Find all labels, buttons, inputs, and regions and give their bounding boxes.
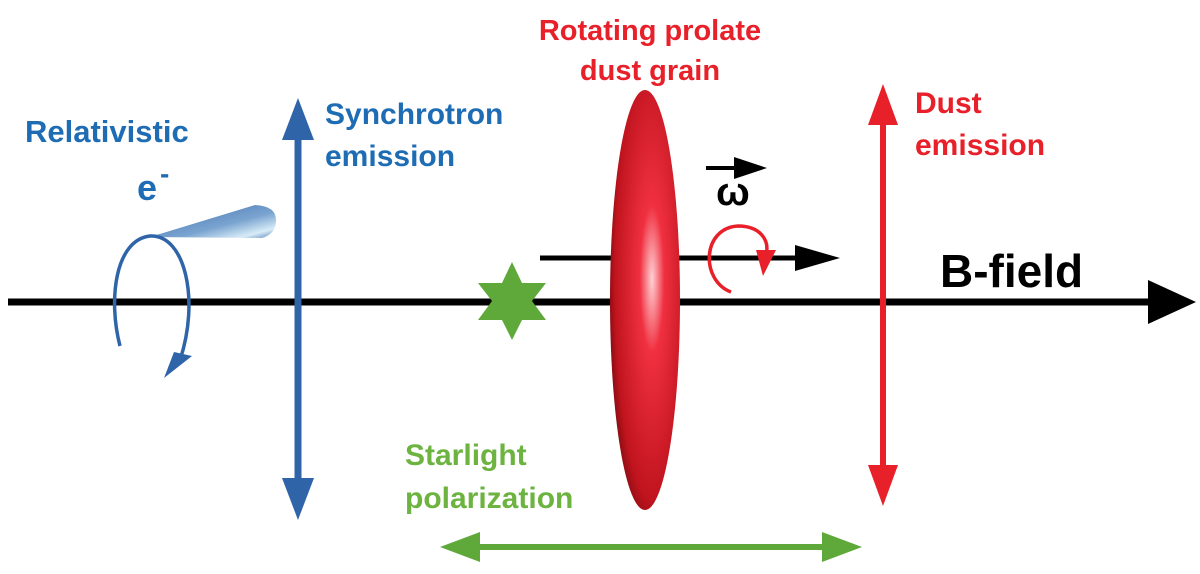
grain-label-2: dust grain	[580, 55, 720, 87]
dust-grain-icon	[610, 90, 680, 510]
dust-emission-arrow	[868, 84, 898, 506]
synchrotron-label-2: emission	[325, 140, 455, 173]
b-field-label: B-field	[940, 245, 1083, 297]
rotation-axis-arrow	[540, 245, 840, 271]
starlight-polarization-arrow	[440, 532, 862, 562]
electron-cone-icon	[150, 205, 276, 238]
grain-label-1: Rotating prolate	[539, 15, 761, 47]
rotation-arrow-icon	[707, 224, 776, 294]
starlight-label-1: Starlight	[405, 439, 527, 472]
electron-label: e	[137, 167, 157, 208]
b-field-axis	[8, 280, 1196, 324]
gyration-arrow-icon	[112, 234, 192, 378]
omega-label: ω	[716, 170, 750, 214]
dust-emission-label-2: emission	[915, 129, 1045, 162]
star-icon	[478, 262, 546, 340]
relativistic-label: Relativistic	[25, 114, 189, 149]
starlight-label-2: polarization	[405, 482, 573, 515]
dust-emission-label-1: Dust	[915, 87, 982, 120]
synchrotron-polarization-arrow	[282, 98, 314, 520]
omega-vector-arrow-icon	[706, 157, 767, 179]
electron-charge: -	[160, 158, 169, 189]
synchrotron-label-1: Synchrotron	[325, 98, 503, 131]
